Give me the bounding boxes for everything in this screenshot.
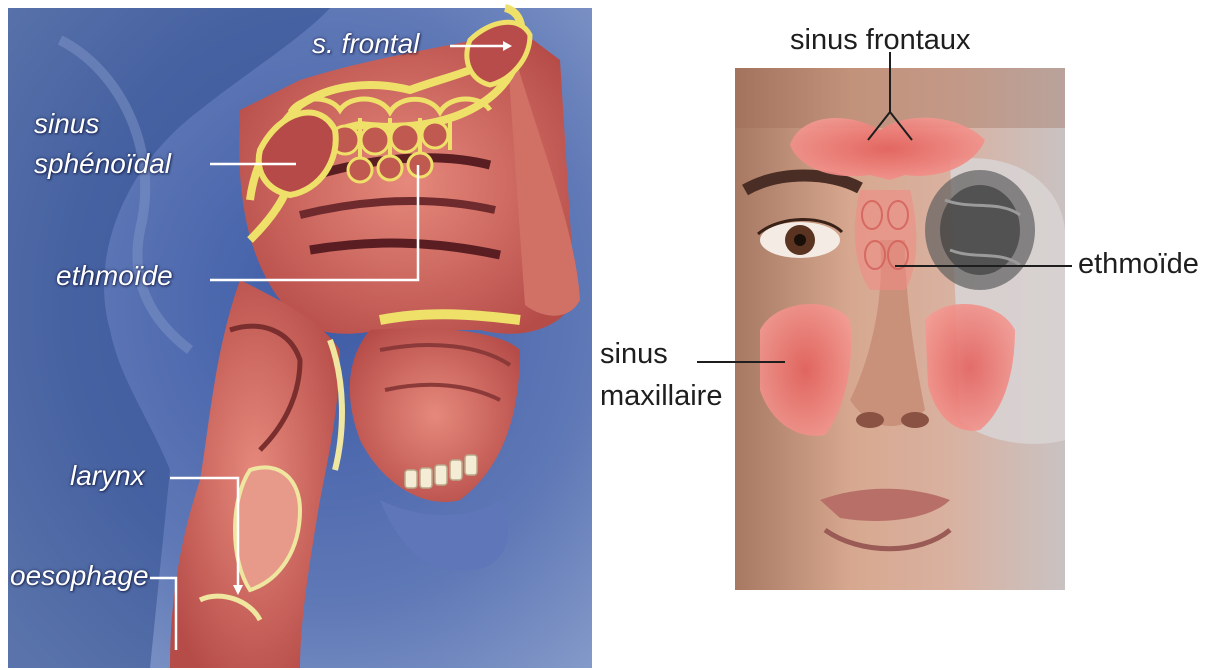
label-maxillary-sinus-line1: sinus	[600, 340, 668, 369]
label-frontal-sinuses-face: sinus frontaux	[790, 26, 971, 55]
label-sphenoid-sinus-line2: sphénoïdal	[34, 150, 171, 178]
label-ethmoid-face: ethmoïde	[1078, 250, 1199, 279]
label-sphenoid-sinus-line1: sinus	[34, 110, 99, 138]
face-illustration	[697, 52, 1072, 590]
label-ethmoid-sagittal: ethmoïde	[56, 262, 173, 290]
label-frontal-sinus-sagittal: s. frontal	[312, 30, 419, 58]
label-maxillary-sinus-line2: maxillaire	[600, 382, 722, 411]
label-larynx: larynx	[70, 462, 145, 490]
label-oesophagus: oesophage	[10, 562, 149, 590]
